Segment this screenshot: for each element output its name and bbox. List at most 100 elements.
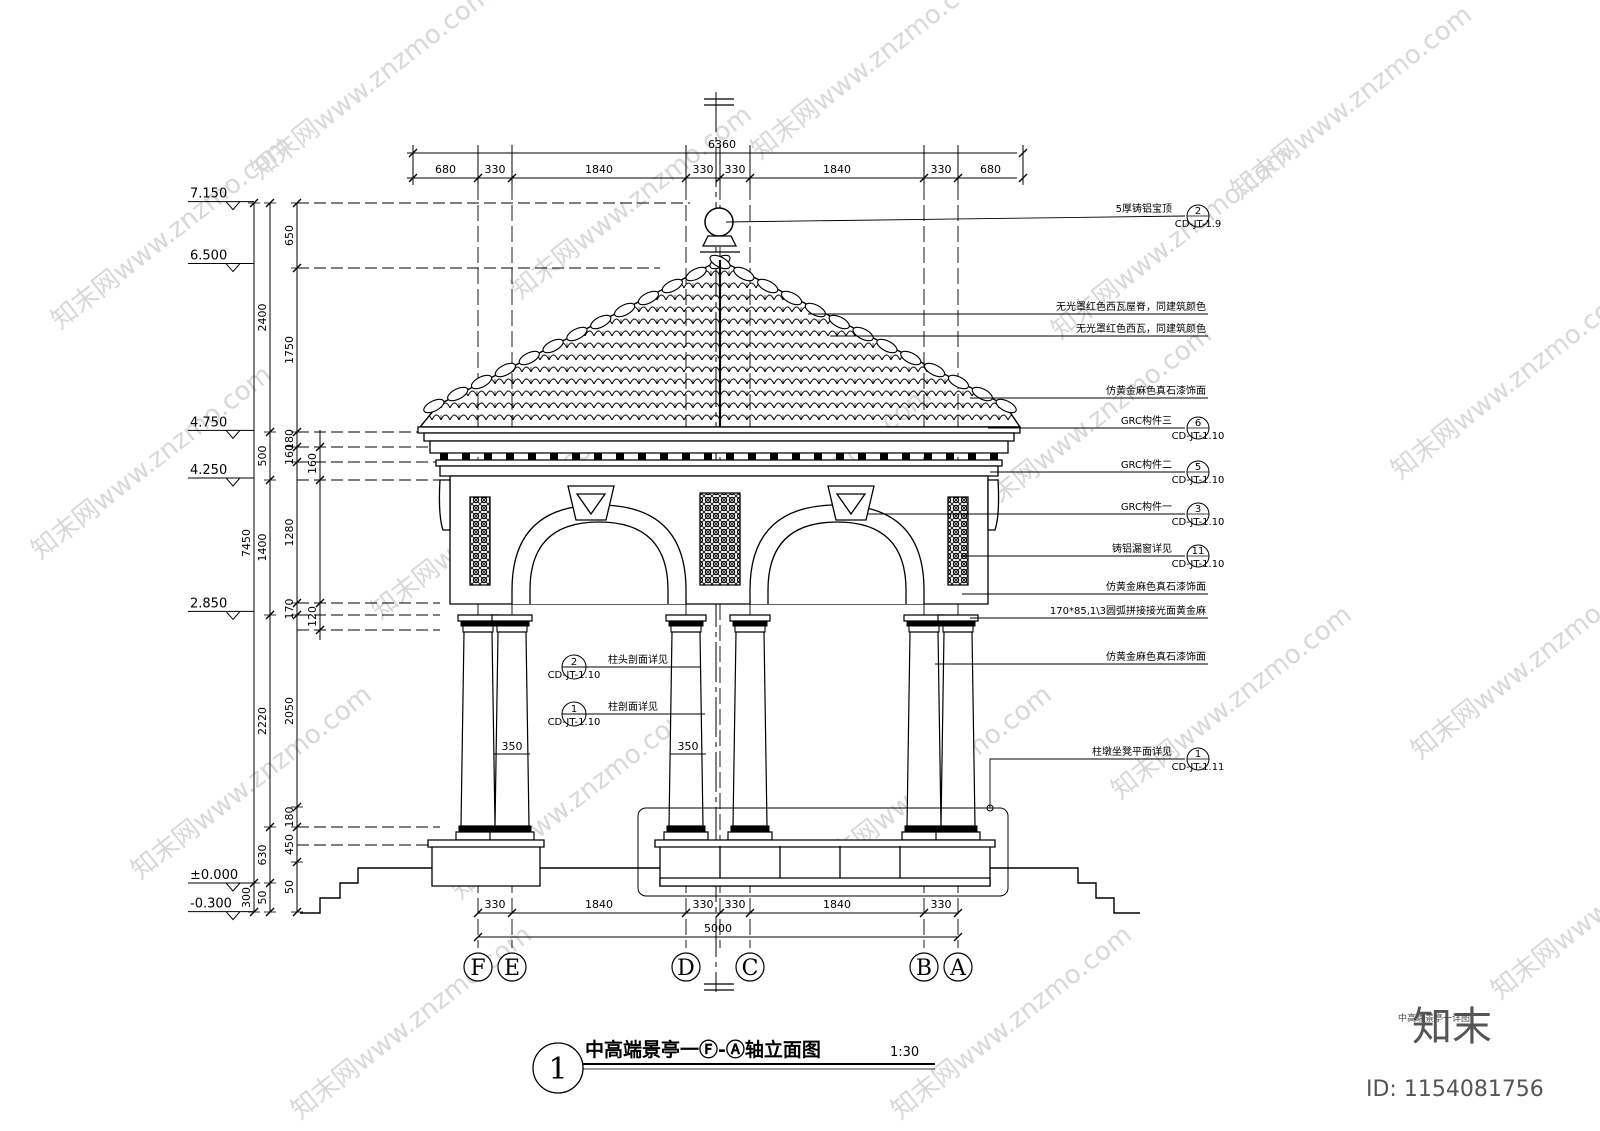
column-base bbox=[490, 832, 534, 840]
ridge-tile bbox=[779, 289, 803, 308]
left-ref-sheet: CD-JT-1.10 bbox=[548, 670, 601, 681]
inner-dim-label: 160 bbox=[283, 444, 296, 465]
dentil bbox=[968, 453, 976, 460]
watermark-text: 知末网www.znzmo.com bbox=[126, 680, 378, 886]
column-capital bbox=[492, 615, 532, 621]
level-triangle bbox=[226, 430, 240, 438]
column-capital bbox=[730, 615, 770, 621]
vertical-dimension-chains: 7450300240050014002220630506501750180160… bbox=[240, 199, 326, 916]
bottom-segment-label: 1840 bbox=[585, 898, 613, 911]
top-dim-tick bbox=[409, 149, 417, 157]
column-neck bbox=[909, 626, 939, 632]
column-neck bbox=[735, 626, 765, 632]
column-neck bbox=[497, 626, 527, 632]
column-capital-band bbox=[941, 621, 975, 626]
column-base-band bbox=[731, 826, 769, 832]
top-overall-dim: 6360 bbox=[708, 138, 736, 151]
dentil bbox=[770, 453, 778, 460]
axis-bubble bbox=[464, 953, 492, 981]
annotation-text: 仿黄金麻色真石漆饰面 bbox=[1106, 580, 1206, 593]
axis-bubble bbox=[498, 953, 526, 981]
outer-dim-label: 7450 bbox=[240, 529, 253, 557]
axis-bubble bbox=[910, 953, 938, 981]
top-segment-label: 680 bbox=[980, 163, 1001, 176]
level-label: 6.500 bbox=[190, 249, 227, 264]
ref-sheet: CD-JT-1.11 bbox=[1172, 762, 1225, 773]
column-capital-band bbox=[669, 621, 703, 626]
watermark-text: 知末网www.znzmo.com bbox=[1406, 560, 1600, 766]
left-ref-text: 柱头剖面详见 bbox=[608, 653, 668, 666]
dentil bbox=[594, 453, 602, 460]
ridge-tile bbox=[565, 325, 589, 344]
dentil bbox=[682, 453, 690, 460]
axis-label: D bbox=[677, 956, 695, 981]
level-label: 4.750 bbox=[190, 415, 227, 430]
inner-dim-label: 180 bbox=[283, 807, 296, 828]
column-neck bbox=[671, 626, 701, 632]
brand-logo-text: 知末 bbox=[1412, 1004, 1492, 1050]
column-base-band bbox=[459, 826, 497, 832]
axis-label: E bbox=[504, 956, 520, 981]
column-base bbox=[664, 832, 708, 840]
column-shaft bbox=[461, 632, 495, 826]
title-scale: 1:30 bbox=[890, 1045, 919, 1060]
column-capital bbox=[666, 615, 706, 621]
ridge-tile bbox=[541, 337, 565, 356]
ridge-tile bbox=[970, 385, 994, 404]
level-label: 4.250 bbox=[190, 463, 227, 478]
watermark-text: 知末网www.znzmo.com bbox=[1386, 280, 1600, 486]
axis-bubble bbox=[672, 953, 700, 981]
inner-dim-label: 450 bbox=[283, 834, 296, 855]
ridge-tile bbox=[946, 373, 970, 392]
bottom-segment-label: 330 bbox=[931, 898, 952, 911]
left-plinth bbox=[432, 846, 540, 886]
watermark-text: 知末网www.znzmo.com bbox=[286, 920, 538, 1126]
axis-bubble bbox=[736, 953, 764, 981]
annotation-text: 无光罩红色西瓦，同建筑颜色 bbox=[1076, 322, 1206, 335]
bottom-dim-tick bbox=[746, 909, 754, 917]
bottom-segment-label: 330 bbox=[693, 898, 714, 911]
level-label: 2.850 bbox=[190, 596, 227, 611]
dentil bbox=[660, 453, 668, 460]
left-ref-number: 1 bbox=[571, 704, 577, 715]
column-base-band bbox=[905, 826, 943, 832]
axis-label: A bbox=[949, 956, 967, 981]
title-text: 中高端景亭一Ⓕ-Ⓐ轴立面图 bbox=[585, 1038, 821, 1061]
annotation-text: 170*85,1\3圆弧拼接接光面黄金麻 bbox=[1050, 604, 1206, 617]
ridge-tile bbox=[899, 349, 923, 368]
dentil bbox=[748, 453, 756, 460]
ridge-tile bbox=[756, 277, 780, 296]
annotation-text: GRC构件一 bbox=[1121, 500, 1172, 513]
ref-number: 11 bbox=[1192, 546, 1205, 557]
column-base bbox=[936, 832, 980, 840]
ridge-tile bbox=[732, 265, 756, 284]
vertical-dimension-labels: 7450300240050014002220630506501750180160… bbox=[240, 225, 319, 908]
top-dim-tick bbox=[1019, 149, 1027, 157]
left-ref-number: 2 bbox=[571, 657, 577, 668]
axis-label: B bbox=[916, 956, 932, 981]
ridge-tile bbox=[636, 289, 660, 308]
lattice-window-center bbox=[700, 493, 740, 585]
dentil bbox=[990, 453, 998, 460]
watermark-text: 知末网www.znzmo.com bbox=[246, 0, 498, 186]
middle-dim-label: 2400 bbox=[256, 304, 269, 332]
dentil bbox=[440, 453, 448, 460]
dentil bbox=[616, 453, 624, 460]
axis-label: F bbox=[470, 956, 485, 981]
small-dim-label: 160 bbox=[306, 453, 319, 474]
ridge-tile bbox=[589, 313, 613, 332]
pavilion bbox=[418, 208, 1020, 886]
bottom-segment-label: 330 bbox=[485, 898, 506, 911]
dentil bbox=[726, 453, 734, 460]
level-triangle bbox=[226, 202, 240, 210]
ridge-tile bbox=[493, 361, 517, 380]
bottom-segment-label: 1840 bbox=[823, 898, 851, 911]
dentil bbox=[550, 453, 558, 460]
inner-dim-label: 1280 bbox=[283, 519, 296, 547]
column-capital-band bbox=[733, 621, 767, 626]
column-base bbox=[728, 832, 772, 840]
